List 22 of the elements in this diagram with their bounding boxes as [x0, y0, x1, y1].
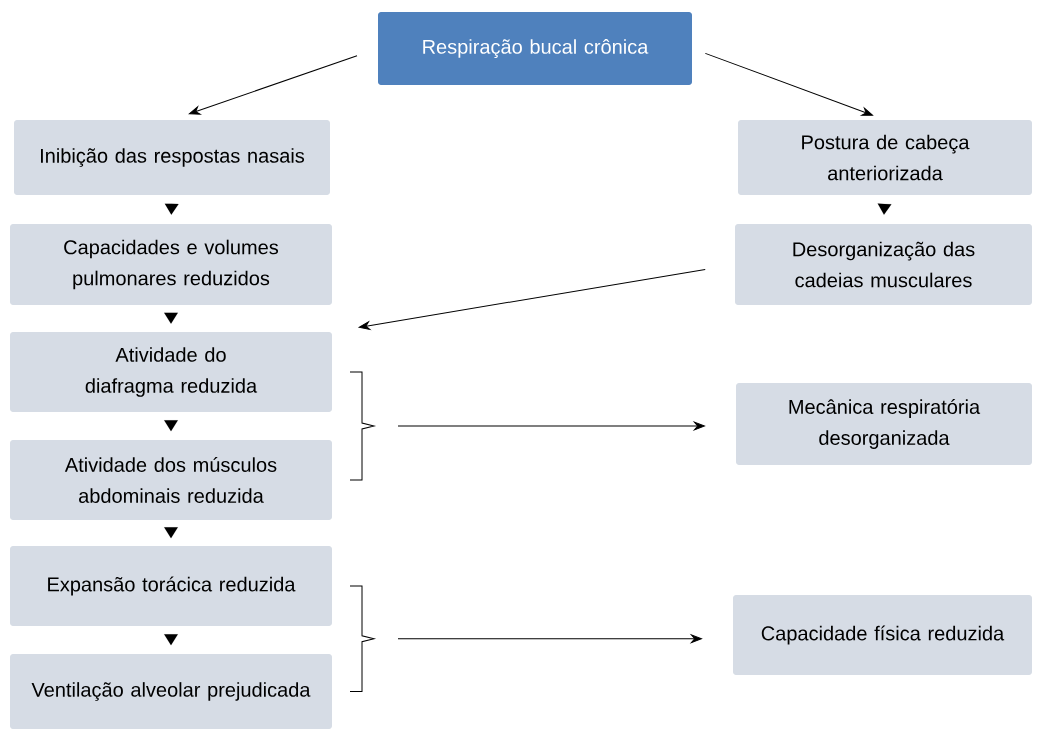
- process-box: Atividade dos músculos abdominais reduzida: [10, 440, 332, 520]
- process-box: Expansão torácica reduzida: [10, 546, 332, 626]
- arrow: [164, 634, 178, 646]
- arrow: [358, 268, 706, 330]
- process-box: Capacidade física reduzida: [733, 595, 1032, 675]
- arrow: [164, 420, 178, 432]
- arrow: [397, 421, 705, 431]
- arrow: [188, 55, 358, 115]
- process-box: Postura de cabeça anteriorizada: [738, 120, 1032, 195]
- arrow: [877, 203, 892, 215]
- arrow: [164, 312, 178, 324]
- process-box: Respiração bucal crônica: [378, 12, 692, 85]
- process-box: Mecânica respiratória desorganizada: [736, 383, 1032, 465]
- arrow: [164, 203, 179, 215]
- process-box: Ventilação alveolar prejudicada: [10, 654, 332, 729]
- process-box: Capacidades e volumes pulmonares reduzidos: [10, 224, 332, 305]
- arrow: [704, 52, 873, 116]
- process-box: Atividade do diafragma reduzida: [10, 332, 332, 412]
- arrow: [397, 634, 702, 644]
- process-box: Desorganização das cadeias musculares: [735, 224, 1032, 305]
- arrow: [164, 527, 178, 539]
- process-box: Inibição das respostas nasais: [14, 120, 330, 195]
